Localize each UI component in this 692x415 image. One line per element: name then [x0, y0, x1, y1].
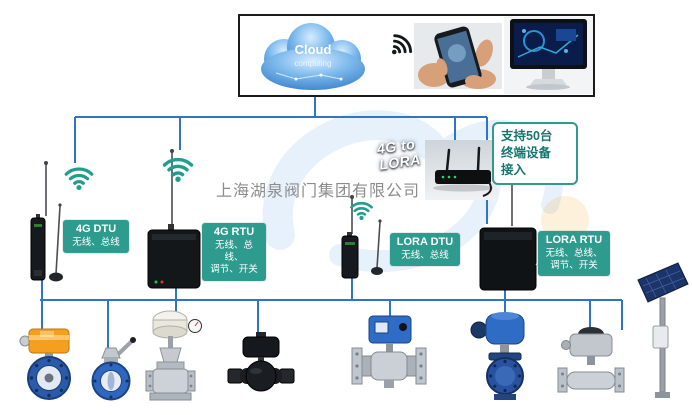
electric-globe-valve-image — [470, 312, 525, 400]
callout-line1: 支持50台 — [501, 129, 553, 143]
wifi-icon — [162, 157, 194, 182]
rtu-4g-device-image — [147, 224, 201, 289]
cloud-subtitle: computing — [295, 59, 332, 68]
ball-valve-black-image — [227, 332, 295, 392]
capacity-callout: 支持50台 终端设备 接入 — [492, 122, 578, 185]
gateway-router-image — [425, 140, 497, 200]
device-desc: 无线、总线、 — [545, 247, 603, 259]
device-label-4g-dtu: 4G DTU 无线、总线 — [63, 220, 129, 254]
dtu-4g-device-image — [30, 214, 46, 281]
device-desc: 无线、总线 — [72, 236, 120, 248]
lora-dtu-device-image — [341, 232, 359, 279]
device-label-4g-rtu: 4G RTU 无线、总线、 调节、开关 — [202, 223, 266, 281]
manual-butterfly-valve-image — [91, 337, 136, 401]
bus-lines — [40, 97, 623, 348]
device-desc: 无线、总线、 — [214, 239, 253, 264]
device-label-lora-rtu: LORA RTU 无线、总线、 调节、开关 — [538, 231, 610, 277]
electric-butterfly-valve-image — [19, 328, 71, 400]
device-title: LORA DTU — [396, 236, 454, 248]
hand-holding-phone-image — [414, 23, 502, 89]
device-desc: 调节、开关 — [550, 260, 598, 272]
wifi-icon — [392, 34, 413, 55]
antenna-bases — [49, 267, 383, 282]
flanged-ball-valve-actuator-image — [351, 315, 427, 388]
device-title: 4G DTU — [75, 223, 117, 235]
device-title: LORA RTU — [545, 234, 603, 246]
electric-ball-valve-stainless-image — [557, 327, 625, 393]
wifi-icon — [350, 201, 373, 220]
device-desc: 无线、总线 — [401, 249, 449, 261]
cloud-computing-image: Cloud computing — [261, 23, 365, 90]
callout-line2: 终端设备 — [501, 145, 552, 160]
callout-line3: 接入 — [501, 162, 527, 177]
cloud-title: Cloud — [295, 42, 332, 57]
lora-rtu-device-image — [479, 227, 538, 291]
wifi-icon — [64, 167, 94, 191]
device-label-lora-dtu: LORA DTU 无线、总线 — [390, 233, 460, 267]
company-watermark: 上海湖泉阀门集团有限公司 — [216, 183, 421, 200]
device-desc: 调节、开关 — [210, 264, 258, 276]
computer-monitor-image — [504, 17, 593, 94]
solar-power-station-image — [637, 262, 689, 398]
pneumatic-gate-valve-image — [145, 310, 202, 401]
device-title: 4G RTU — [213, 226, 255, 238]
gateway-label: 4G to LORA — [376, 135, 422, 173]
